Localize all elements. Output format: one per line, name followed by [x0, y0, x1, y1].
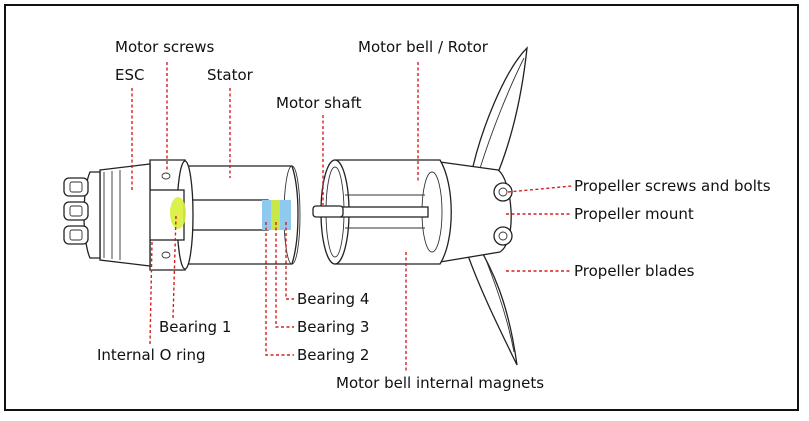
label-bearing-2: Bearing 2 — [297, 346, 369, 364]
leader-lines — [131, 62, 573, 372]
leader-propeller-screws — [507, 185, 573, 193]
label-propeller-blades: Propeller blades — [574, 262, 695, 280]
label-propeller-mount: Propeller mount — [574, 205, 694, 223]
label-internal-o-ring: Internal O ring — [97, 346, 206, 364]
label-bearing-3: Bearing 3 — [297, 318, 369, 336]
bearing-3-marker — [271, 200, 280, 230]
label-motor-bell-rotor: Motor bell / Rotor — [358, 38, 489, 56]
leader-bearing-3 — [275, 222, 294, 328]
motor-shaft — [312, 205, 344, 218]
bearing-4-marker — [280, 200, 291, 230]
propeller-blades — [465, 46, 528, 366]
leader-bearing-2 — [265, 222, 294, 356]
esc-block — [83, 159, 194, 271]
label-propeller-screws-bolts: Propeller screws and bolts — [574, 177, 771, 195]
propeller-mount — [439, 161, 513, 263]
labels: Motor screws ESC Stator Motor bell / Rot… — [97, 38, 771, 392]
label-bearing-4: Bearing 4 — [297, 290, 369, 308]
esc-connectors — [63, 177, 89, 245]
stator-housing — [179, 165, 301, 265]
leader-bearing-1 — [172, 215, 177, 319]
rotor-shaft-inner — [339, 206, 429, 218]
bearing-2-marker — [262, 200, 271, 230]
label-esc: ESC — [115, 66, 144, 84]
leader-bearing-4 — [285, 222, 294, 300]
label-bearing-1: Bearing 1 — [159, 318, 231, 336]
bearing-1-marker — [170, 197, 186, 229]
label-stator: Stator — [207, 66, 254, 84]
propeller-screw-top — [493, 182, 513, 202]
leader-internal-o-ring — [149, 241, 153, 345]
propeller-bolt-bottom — [493, 226, 513, 246]
label-motor-shaft: Motor shaft — [276, 94, 362, 112]
label-motor-bell-magnets: Motor bell internal magnets — [336, 374, 544, 392]
label-motor-screws: Motor screws — [115, 38, 215, 56]
stator-core — [189, 199, 269, 231]
